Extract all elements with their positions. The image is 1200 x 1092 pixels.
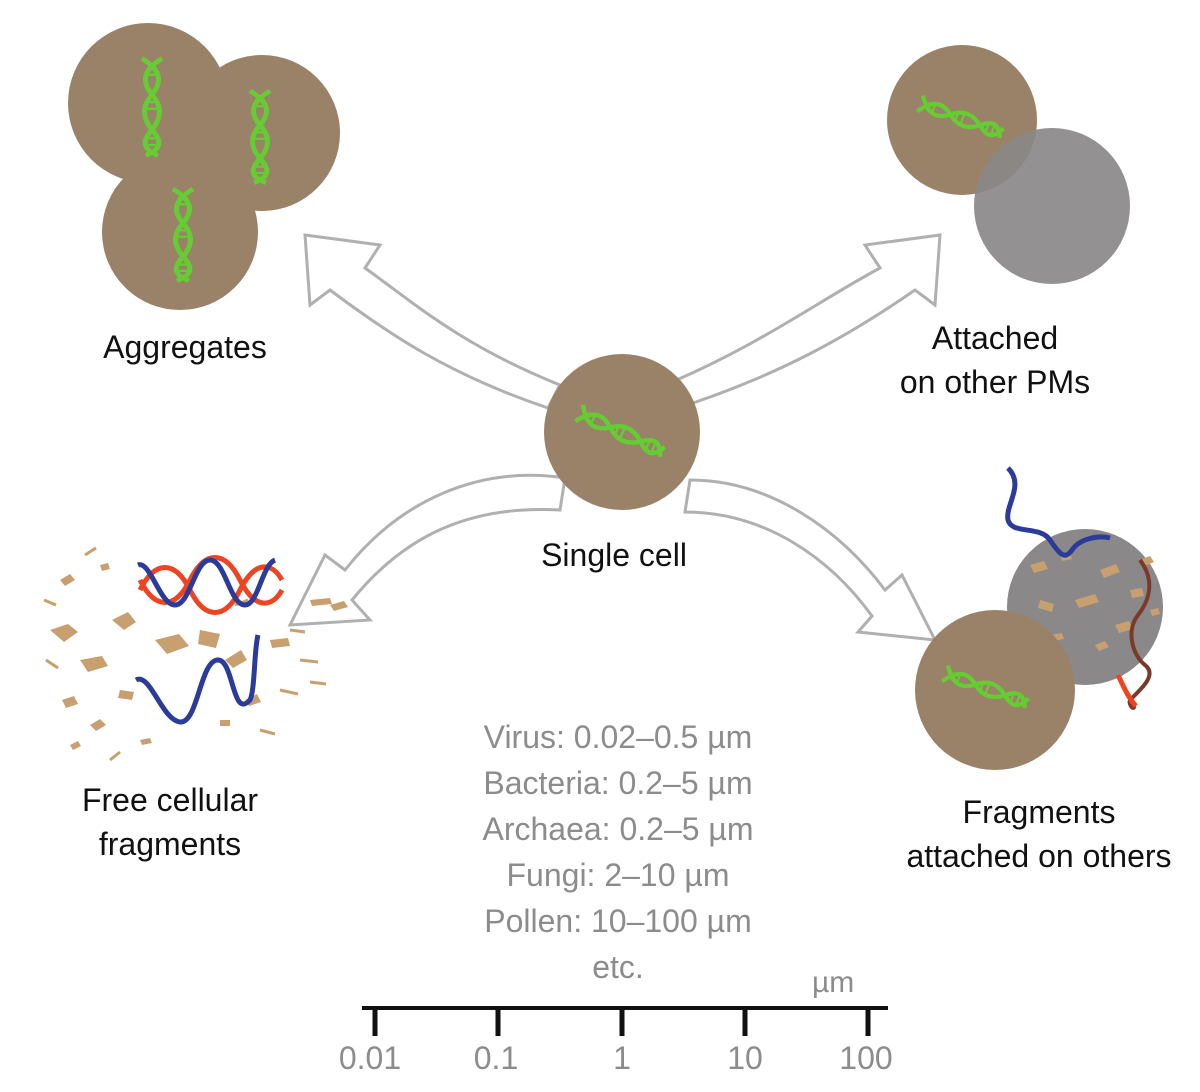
arrow-to-attached (662, 233, 942, 410)
attached-cluster (887, 45, 1130, 284)
size-range-item: etc. (592, 949, 644, 985)
label-aggregates: Aggregates (103, 329, 267, 365)
size-range-item: Bacteria: 0.2–5 µm (483, 765, 753, 801)
blue-strand (137, 557, 277, 608)
particle-circle (974, 128, 1130, 284)
size-range-list: Virus: 0.02–0.5 µm Bacteria: 0.2–5 µm Ar… (418, 714, 818, 990)
label-fragments-attached: Fragments attached on others (906, 794, 1172, 874)
size-range-item: Fungi: 2–10 µm (506, 857, 730, 893)
label-free-fragments: Free cellular fragments (81, 782, 259, 862)
free-fragments-cluster (43, 546, 348, 762)
label-single-cell: Single cell (541, 537, 687, 573)
scale-tick-label: 0.01 (338, 1040, 402, 1076)
scale-unit: µm (812, 966, 855, 999)
scale-tick-label: 10 (727, 1040, 763, 1076)
scale-tick-label: 1 (613, 1040, 631, 1076)
scale-tick-label: 0.1 (473, 1040, 519, 1076)
label-attached: Attached on other PMs (899, 320, 1091, 400)
size-range-item: Pollen: 10–100 µm (484, 903, 752, 939)
single-cell (544, 354, 700, 510)
scale-tick-label: 100 (839, 1040, 893, 1076)
arrow-to-aggregates (303, 233, 563, 410)
blue-strand (134, 634, 261, 725)
fragments-attached-cluster (915, 466, 1163, 770)
dark-red-strand (1127, 558, 1152, 710)
blue-strand (1005, 466, 1111, 558)
fragment-specks (50, 563, 348, 750)
arrow-to-fragments-attached (683, 478, 938, 642)
cell-circle (915, 610, 1075, 770)
red-strand (1115, 673, 1138, 708)
size-range-item: Virus: 0.02–0.5 µm (483, 719, 753, 755)
arrow-to-free-fragments (287, 473, 567, 627)
aggregates-cluster (68, 23, 340, 310)
size-range-item: Archaea: 0.2–5 µm (482, 811, 754, 847)
cell-circle (102, 154, 258, 310)
scale-axis (362, 1006, 888, 1036)
fragment-dashes (43, 546, 327, 762)
